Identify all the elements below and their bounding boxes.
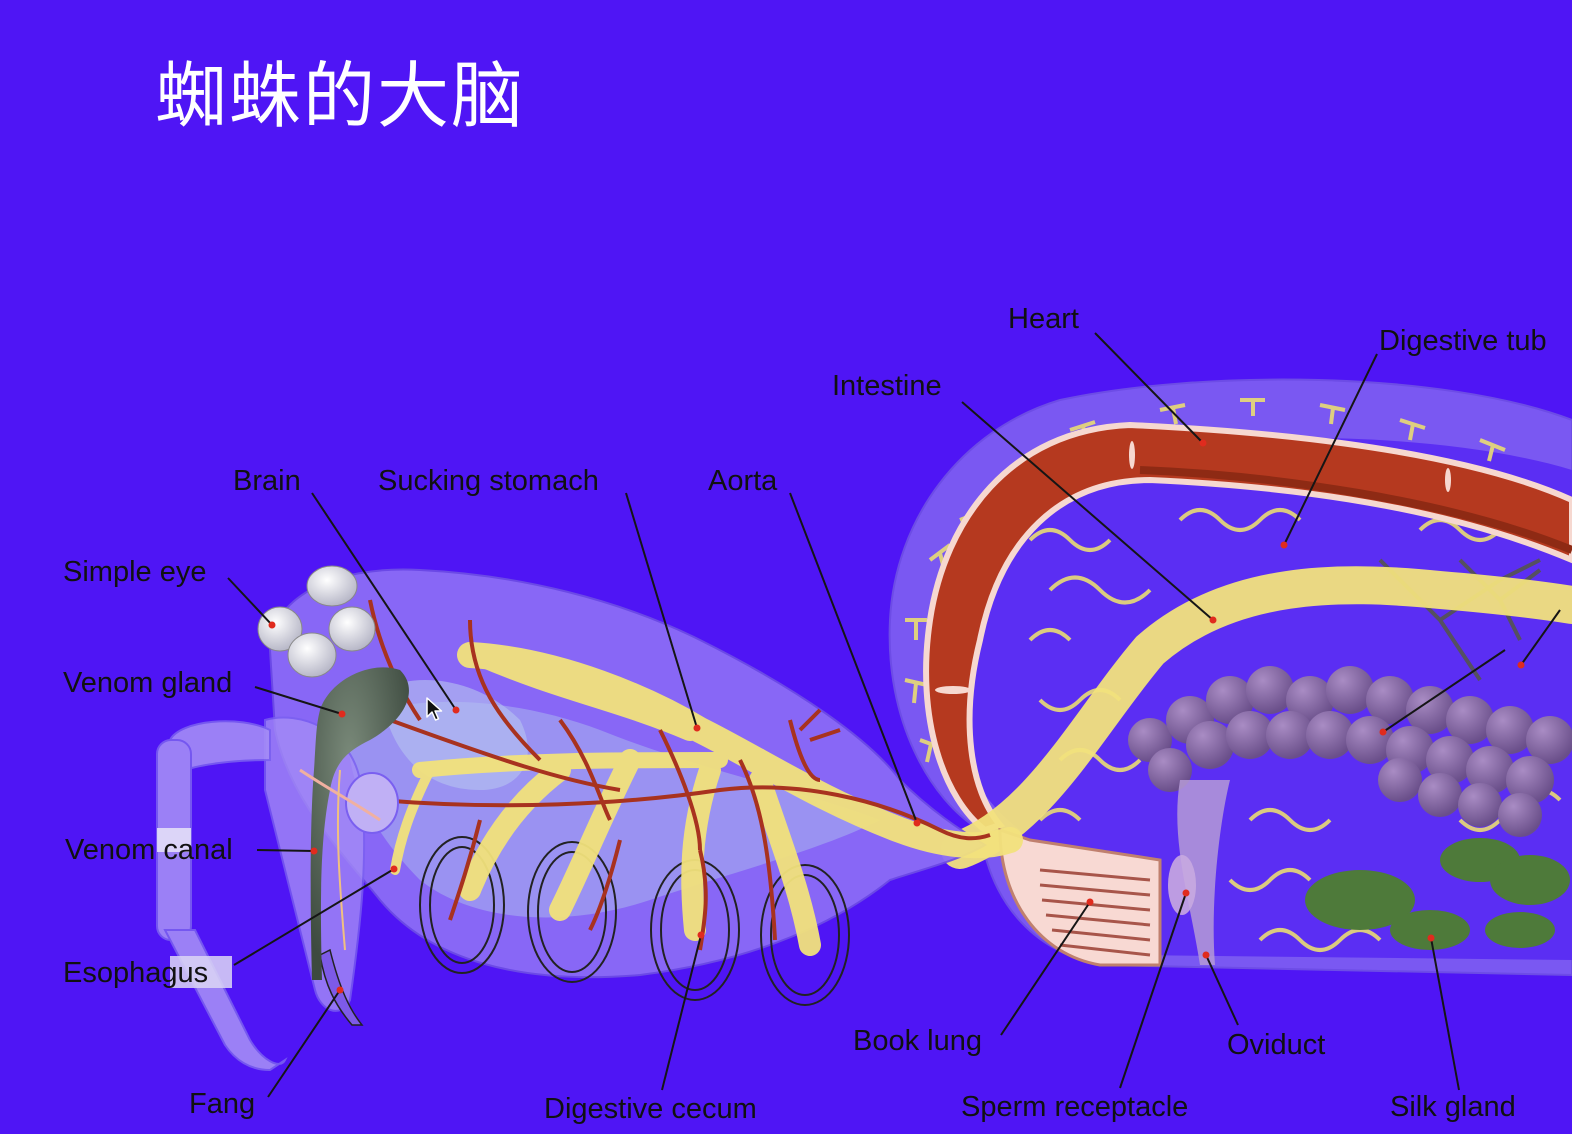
label-silk-gland: Silk gland	[1390, 1091, 1516, 1123]
label-venom-gland: Venom gland	[63, 667, 232, 699]
ovary-cluster	[1128, 666, 1572, 837]
chelicera	[264, 667, 409, 1026]
label-venom-canal: Venom canal	[65, 834, 233, 866]
cephalothorax	[156, 565, 1023, 1072]
label-sucking-stomach: Sucking stomach	[378, 465, 599, 497]
label-sperm-receptacle: Sperm receptacle	[961, 1091, 1188, 1123]
intestine	[941, 566, 1572, 869]
label-digestive-tube: Digestive tub	[1379, 325, 1547, 357]
label-esophagus: Esophagus	[63, 957, 208, 989]
label-book-lung: Book lung	[853, 1025, 982, 1057]
label-fang: Fang	[189, 1088, 255, 1120]
label-digestive-cecum: Digestive cecum	[544, 1093, 757, 1125]
oviduct	[1177, 780, 1230, 965]
abdomen	[888, 378, 1572, 977]
label-oviduct: Oviduct	[1227, 1029, 1325, 1061]
diagram-labels: Simple eye Brain Sucking stomach Aorta I…	[63, 303, 1547, 1125]
venom-gland	[310, 667, 409, 980]
mouse-cursor-icon	[426, 697, 443, 721]
silk-gland	[1305, 838, 1570, 950]
label-aorta: Aorta	[708, 465, 778, 497]
leader-lines	[227, 332, 1561, 1098]
label-intestine: Intestine	[832, 370, 942, 402]
label-simple-eye: Simple eye	[63, 556, 206, 588]
slide-title: 蜘蛛的大脑	[155, 54, 526, 138]
leader-dots	[268, 439, 1525, 994]
book-lung	[998, 827, 1162, 967]
digestive-ceca	[390, 642, 1023, 956]
label-heart: Heart	[1008, 303, 1079, 335]
simple-eyes	[257, 565, 376, 678]
arteries	[368, 599, 991, 951]
label-brain: Brain	[233, 465, 301, 497]
